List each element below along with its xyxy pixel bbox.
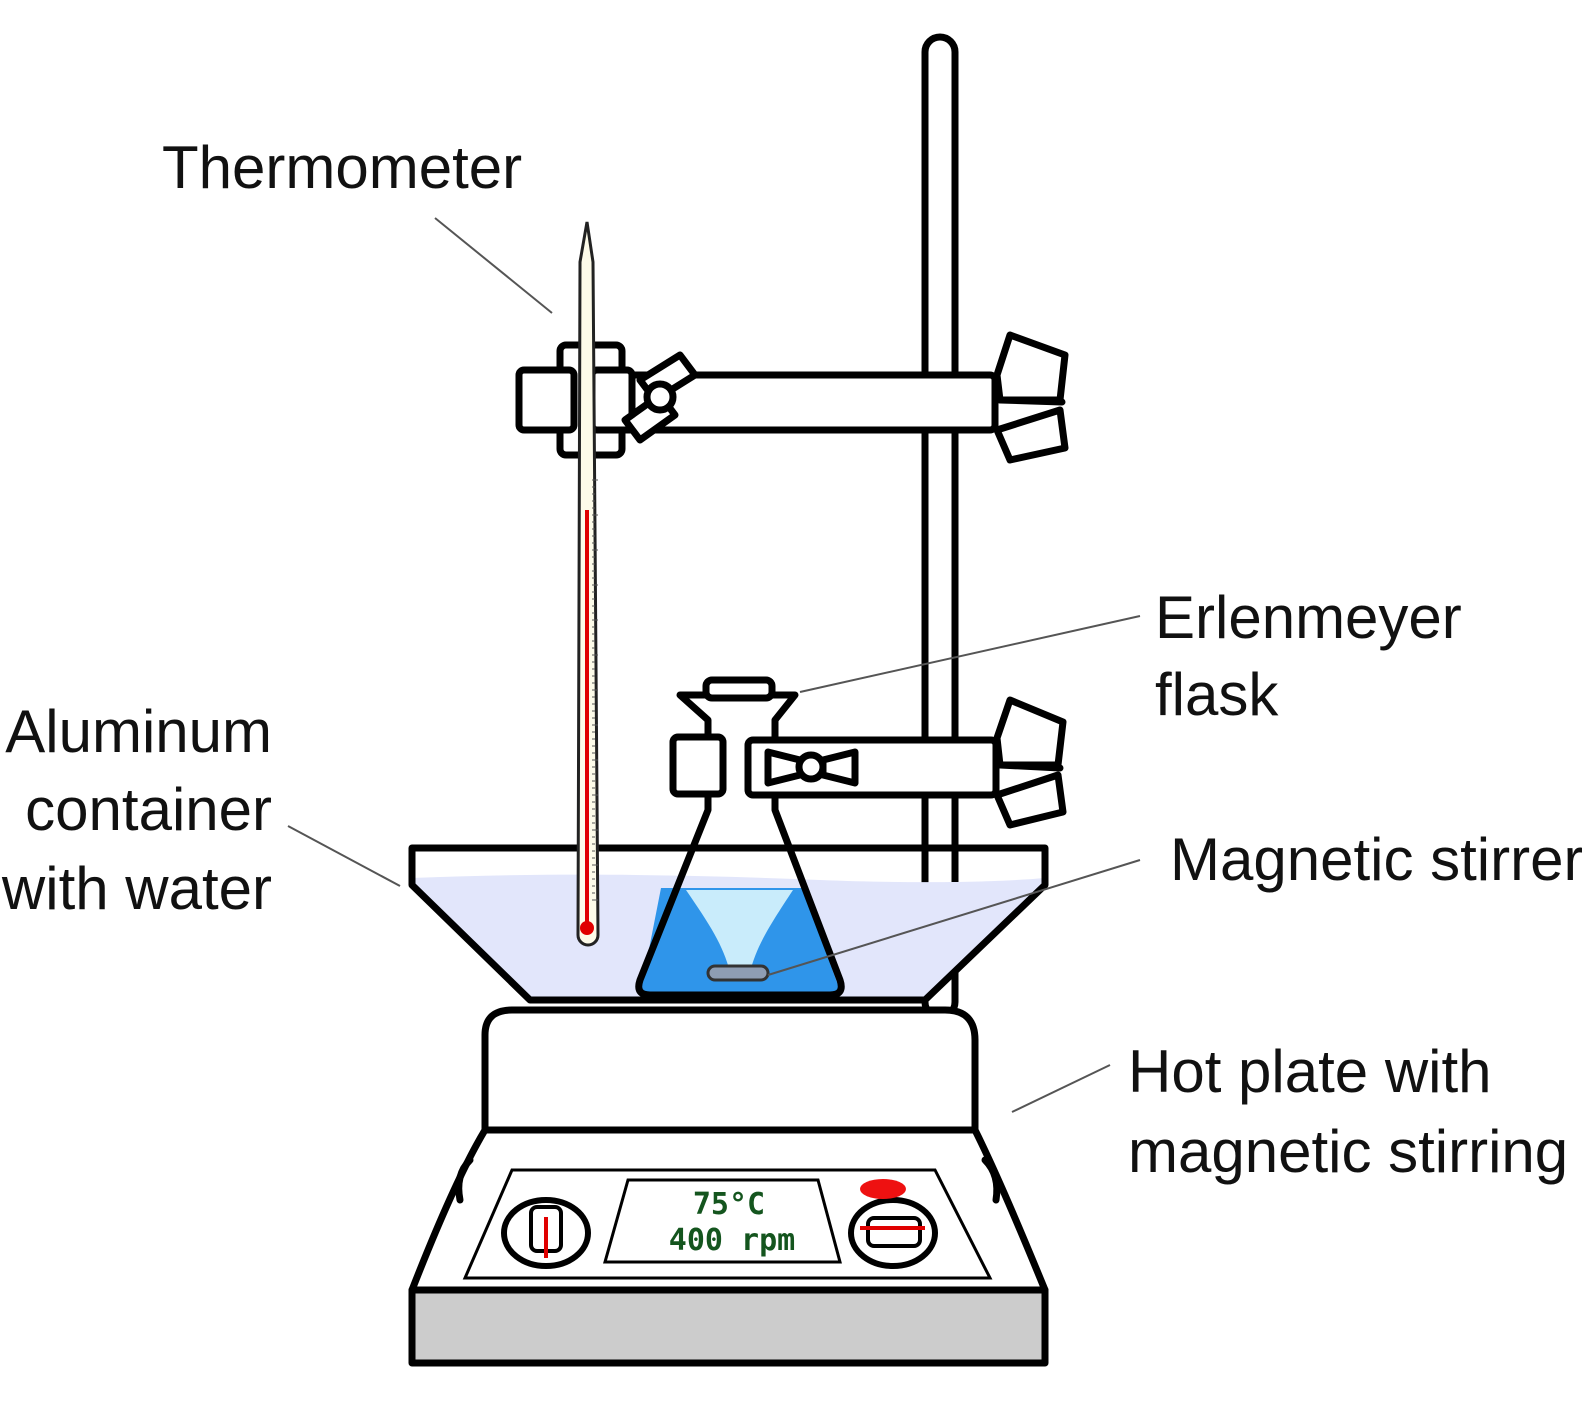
container-leader-line [287,825,401,887]
upper-thumbscrew-icon [621,351,699,444]
erlenmeyer-flask [635,676,845,999]
display-speed: 400 rpm [669,1223,795,1258]
stirrer-leader-line [767,859,1141,976]
thermometer-bulb [580,921,594,935]
display-screen [603,1178,842,1264]
lower-wing-nut-icon [993,696,1067,829]
flask-vortex [686,890,793,972]
display-temperature: 75°C [693,1187,765,1222]
lower-clamp-jaw [669,733,727,798]
stand-rod [921,33,959,1021]
stirrer-label: Magnetic stirrer [1170,826,1582,893]
container-label-line1: Aluminum [5,698,272,765]
flask-stopper [702,676,776,702]
lower-thumbscrew-icon [764,748,859,787]
container-label-line3: with water [1,855,272,922]
lower-clamp [669,696,1067,829]
hot-plate-base [408,1286,1049,1367]
thermometer-label: Thermometer [162,134,522,201]
hotplate-label-line2: magnetic stirring [1128,1118,1568,1185]
flask-leader-line [799,615,1141,693]
thermometer-leader-line [434,217,553,314]
thermometer-holder-left [515,366,578,434]
flask-label-line1: Erlenmeyer [1155,584,1462,651]
right-control-knob[interactable] [848,1197,938,1269]
left-control-knob[interactable] [501,1197,591,1269]
hot-plate: 75°C 400 rpm [408,1006,1049,1367]
hotplate-label-line1: Hot plate with [1128,1038,1492,1105]
upper-wing-nut-icon [993,331,1069,464]
hotplate-leader-line [1011,1064,1111,1113]
magnetic-stir-bar [706,964,770,982]
flask-label-line2: flask [1155,661,1279,728]
indicator-light [860,1179,906,1199]
upper-clamp [515,331,1069,464]
thermometer [576,221,600,947]
container-label-line2: container [25,776,272,843]
